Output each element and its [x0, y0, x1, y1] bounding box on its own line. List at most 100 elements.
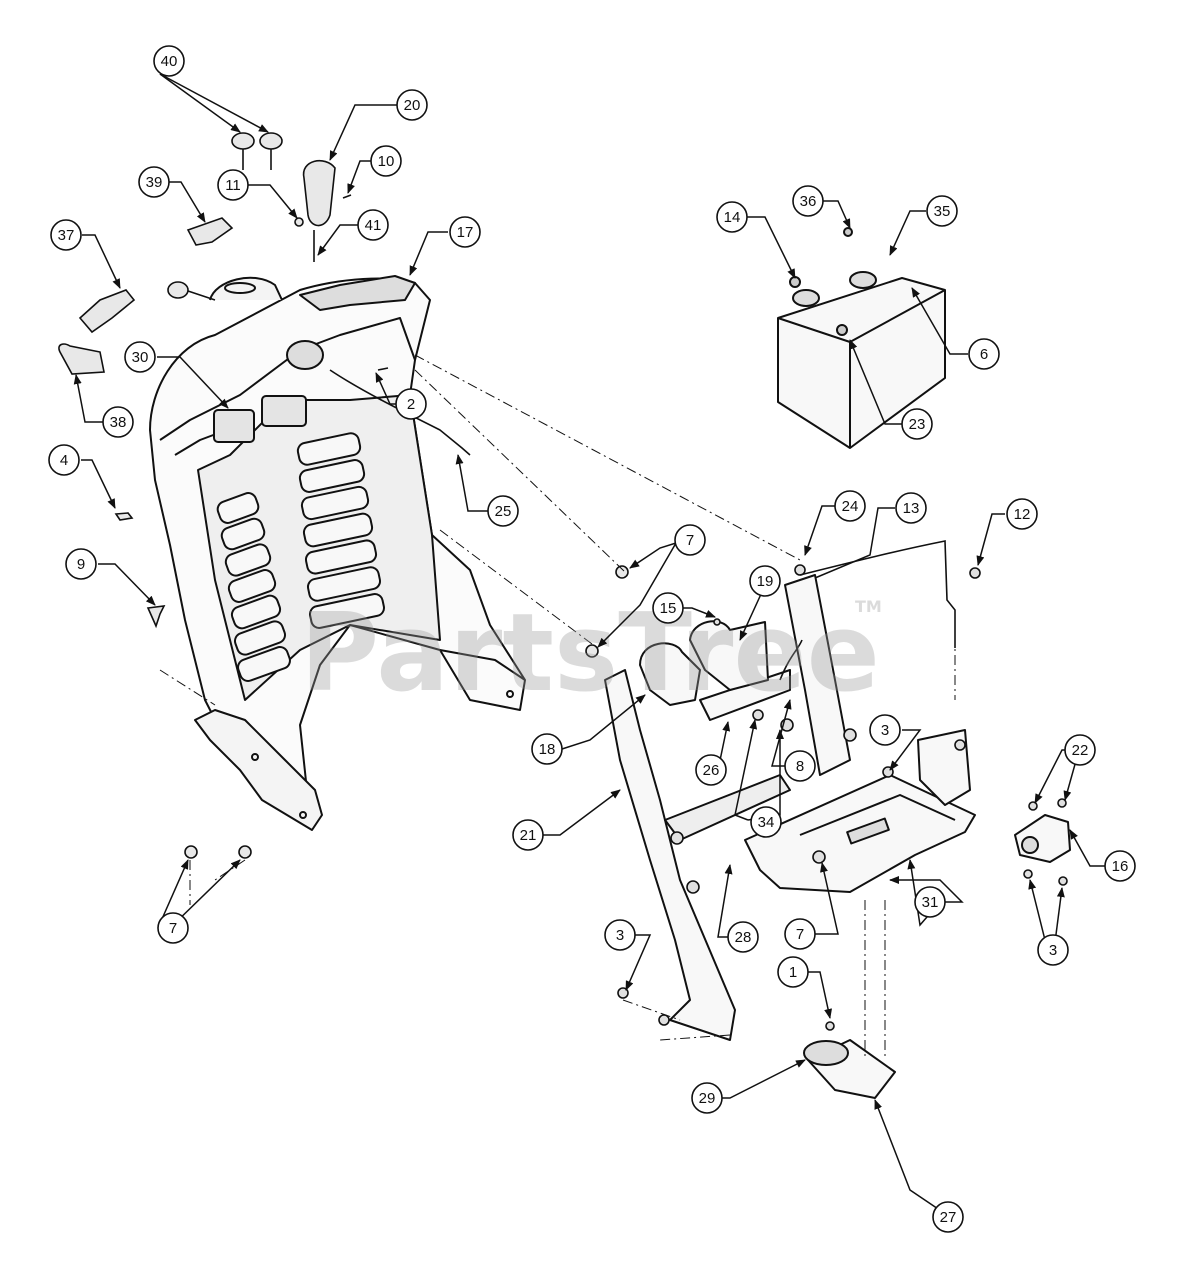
- callout-13: 13: [895, 492, 927, 524]
- assembly-lines: [159, 354, 956, 1060]
- callout-number: 12: [1014, 506, 1031, 523]
- callout-number: 41: [365, 217, 382, 234]
- handle-icon: [302, 159, 336, 227]
- callout-circle: [777, 956, 809, 988]
- watermark-brand: PartsTree: [300, 591, 880, 716]
- nut-icon: [294, 217, 304, 227]
- callout-circle: [138, 166, 170, 198]
- terminal-icon: [849, 271, 877, 289]
- callout-number: 22: [1072, 742, 1089, 759]
- callout-18: 18: [531, 733, 563, 765]
- keys-icon: [231, 132, 283, 170]
- screw-icon: [825, 1021, 835, 1031]
- callout-1: 1: [777, 956, 809, 988]
- callout-number: 20: [404, 97, 421, 114]
- callout-40: 40: [153, 45, 185, 77]
- callout-7: 7: [674, 524, 706, 556]
- callout-number: 27: [940, 1209, 957, 1226]
- callout-2: 2: [395, 388, 427, 420]
- callout-3: 3: [604, 919, 636, 951]
- callout-circle: [357, 209, 389, 241]
- callout-number: 7: [169, 920, 177, 937]
- callout-number: 7: [686, 532, 694, 549]
- callout-28: 28: [727, 921, 759, 953]
- bolt-icon: [146, 605, 166, 629]
- callout-circle: [932, 1201, 964, 1233]
- callout-circle: [792, 185, 824, 217]
- callout-number: 39: [146, 174, 163, 191]
- nut-icon: [658, 1014, 670, 1026]
- screw-icon: [1058, 876, 1068, 886]
- callout-34: 34: [750, 806, 782, 838]
- screw-icon: [238, 845, 252, 859]
- callout-circle: [652, 592, 684, 624]
- callout-7: 7: [784, 918, 816, 950]
- hood-hardware: [58, 132, 629, 859]
- screw-icon: [615, 565, 629, 579]
- callout-circle: [157, 912, 189, 944]
- callout-number: 7: [796, 926, 804, 943]
- rocker-switch-icon: [58, 343, 105, 375]
- grille-slots-left: [216, 492, 291, 682]
- callout-circle: [784, 918, 816, 950]
- callout-38: 38: [102, 406, 134, 438]
- callout-circle: [1006, 498, 1038, 530]
- callout-circle: [604, 919, 636, 951]
- callout-number: 4: [60, 452, 68, 469]
- callout-21: 21: [512, 819, 544, 851]
- callout-29: 29: [691, 1082, 723, 1114]
- callout-6: 6: [968, 338, 1000, 370]
- callout-number: 19: [757, 573, 774, 590]
- callout-circle: [531, 733, 563, 765]
- callout-circle: [695, 754, 727, 786]
- callout-circle: [834, 490, 866, 522]
- screw-icon: [585, 644, 599, 658]
- callout-41: 41: [357, 209, 389, 241]
- screw-icon: [812, 850, 826, 864]
- callout-number: 16: [1112, 858, 1129, 875]
- callout-number: 40: [161, 53, 178, 70]
- callout-circle: [727, 921, 759, 953]
- callout-23: 23: [901, 408, 933, 440]
- callout-number: 38: [110, 414, 127, 431]
- grille-slots-right: [296, 432, 385, 629]
- callout-31: 31: [914, 886, 946, 918]
- callout-circle: [784, 750, 816, 782]
- callout-circle: [217, 169, 249, 201]
- callout-number: 1: [789, 964, 797, 981]
- callout-17: 17: [449, 216, 481, 248]
- nut-icon: [617, 987, 629, 999]
- clip-icon: [752, 709, 764, 721]
- nut-icon: [843, 728, 857, 742]
- callout-circle: [716, 201, 748, 233]
- callout-circle: [102, 406, 134, 438]
- callout-circle: [512, 819, 544, 851]
- callout-number: 25: [495, 503, 512, 520]
- screw-icon: [1028, 801, 1038, 811]
- callout-number: 10: [378, 153, 395, 170]
- callout-circle: [895, 492, 927, 524]
- callout-number: 11: [225, 177, 241, 194]
- callout-11: 11: [217, 169, 249, 201]
- callout-number: 3: [1049, 942, 1057, 959]
- callout-10: 10: [370, 145, 402, 177]
- callout-number: 14: [724, 209, 741, 226]
- callout-circle: [1037, 934, 1069, 966]
- callout-number: 15: [660, 600, 677, 617]
- callout-circle: [914, 886, 946, 918]
- callout-7: 7: [157, 912, 189, 944]
- callout-circle: [48, 444, 80, 476]
- callout-number: 2: [407, 396, 415, 413]
- callout-25: 25: [487, 495, 519, 527]
- callout-circle: [395, 388, 427, 420]
- callout-number: 3: [616, 927, 624, 944]
- screw-icon: [1023, 869, 1033, 879]
- callout-24: 24: [834, 490, 866, 522]
- callout-number: 18: [539, 741, 556, 758]
- callout-number: 24: [842, 498, 859, 515]
- callout-circle: [749, 565, 781, 597]
- callout-number: 30: [132, 349, 149, 366]
- callout-number: 28: [735, 929, 752, 946]
- callout-circle: [65, 548, 97, 580]
